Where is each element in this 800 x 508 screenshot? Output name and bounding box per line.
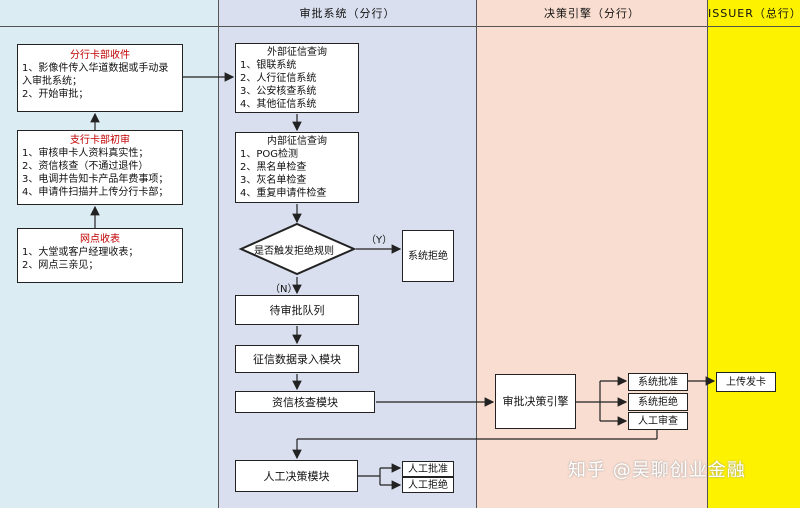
manual-review-box: 人工审查	[628, 412, 688, 430]
engine-system-reject-box: 系统拒绝	[628, 393, 688, 411]
manual-reject-text: 人工拒绝	[408, 479, 448, 491]
no-label: （N）	[270, 284, 298, 295]
upload-issue-box: 上传发卡	[716, 372, 776, 392]
internal-credit-line-2: 2、黑名单检查	[240, 162, 307, 173]
upload-issue-text: 上传发卡	[726, 376, 766, 388]
external-credit-box: 外部征信查询 1、银联系统 2、人行征信系统 3、公安核查系统 4、其他征信系统	[235, 43, 359, 113]
watermark: 知乎 @吴聊创业金融	[568, 460, 746, 481]
internal-credit-line-4: 4、重复申请件检查	[240, 188, 327, 199]
branch-receive-box: 分行卡部收件 1、影像件传入华道数据或手动录入审批系统； 2、开始审批；	[17, 44, 183, 112]
branch-receive-line-2: 2、开始审批；	[22, 89, 89, 100]
yes-label: （Y）	[366, 235, 393, 246]
branch-initial-title: 支行卡部初审	[70, 135, 130, 146]
lane-branch-header	[0, 0, 218, 27]
engine-system-reject-text: 系统拒绝	[638, 396, 678, 408]
credit-check-box: 资信核查模块	[235, 391, 375, 413]
external-credit-line-4: 4、其他征信系统	[240, 99, 317, 110]
branch-outlet-line-1: 1、大堂或客户经理收表；	[22, 247, 139, 258]
pending-queue-box: 待审批队列	[235, 295, 359, 325]
lane-decision-header: 决策引擎（分行）	[477, 0, 707, 27]
decision-engine-box: 审批决策引擎	[495, 374, 576, 429]
internal-credit-line-3: 3、灰名单检查	[240, 175, 307, 186]
internal-credit-line-1: 1、POG检测	[240, 149, 299, 160]
external-credit-line-1: 1、银联系统	[240, 60, 297, 71]
branch-initial-line-1: 1、审核申卡人资料真实性；	[22, 148, 149, 159]
external-credit-line-3: 3、公安核查系统	[240, 86, 317, 97]
manual-decision-box: 人工决策模块	[235, 460, 358, 492]
branch-receive-line-1: 1、影像件传入华道数据或手动录入审批系统；	[22, 63, 169, 87]
manual-reject-box: 人工拒绝	[402, 477, 454, 493]
branch-initial-line-2: 2、资信核查（不通过退件）	[22, 161, 149, 172]
internal-credit-box: 内部征信查询 1、POG检测 2、黑名单检查 3、灰名单检查 4、重复申请件检查	[235, 132, 359, 203]
external-credit-line-2: 2、人行征信系统	[240, 73, 317, 84]
system-reject-text: 系统拒绝	[408, 250, 448, 262]
decision-diamond	[238, 222, 357, 276]
manual-decision-text: 人工决策模块	[263, 469, 330, 483]
credit-entry-box: 征信数据录入模块	[235, 345, 359, 373]
branch-outlet-box: 网点收表 1、大堂或客户经理收表； 2、网点三亲见；	[17, 228, 183, 283]
branch-initial-box: 支行卡部初审 1、审核申卡人资料真实性； 2、资信核查（不通过退件） 3、电调并…	[17, 130, 183, 205]
pending-queue-text: 待审批队列	[269, 303, 325, 317]
internal-credit-title: 内部征信查询	[267, 136, 327, 147]
credit-entry-text: 征信数据录入模块	[253, 352, 341, 366]
lane-approval-header: 审批系统（分行）	[219, 0, 476, 27]
manual-approve-text: 人工批准	[408, 463, 448, 475]
branch-outlet-title: 网点收表	[80, 234, 120, 245]
decision-engine-text: 审批决策引擎	[502, 395, 569, 408]
branch-initial-line-3: 3、电调并告知卡产品年费事项；	[22, 174, 169, 185]
system-approve-text: 系统批准	[638, 376, 678, 388]
credit-check-text: 资信核查模块	[272, 395, 338, 409]
manual-review-text: 人工审查	[638, 415, 678, 427]
system-reject-box: 系统拒绝	[402, 230, 454, 282]
manual-approve-box: 人工批准	[402, 461, 454, 477]
branch-receive-title: 分行卡部收件	[70, 50, 130, 61]
decision-label: 是否触发拒绝规则	[254, 246, 334, 257]
lane-issuer-header: ISSUER（总行）	[708, 0, 800, 27]
lane-issuer: ISSUER（总行）	[708, 0, 800, 508]
external-credit-title: 外部征信查询	[267, 47, 327, 58]
system-approve-box: 系统批准	[628, 373, 688, 391]
branch-outlet-line-2: 2、网点三亲见；	[22, 260, 99, 271]
branch-initial-line-4: 4、申请件扫描并上传分行卡部；	[22, 187, 169, 198]
